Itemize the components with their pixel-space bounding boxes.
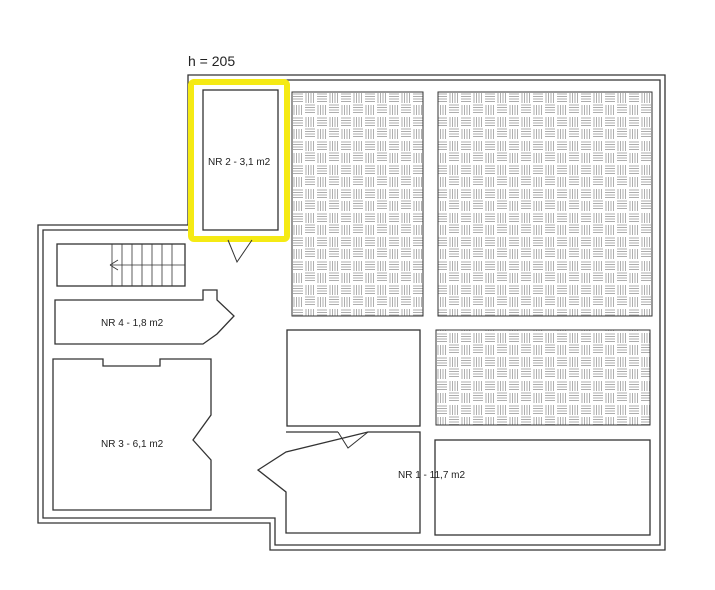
parquet-area-top-right: [437, 91, 653, 317]
outer-wall: [37, 74, 666, 551]
storage-room: [286, 329, 421, 427]
door-nr2: [227, 239, 253, 264]
room-nr1-label: NR 1 - 11,7 m2: [398, 470, 465, 481]
stair-arrow-icon: [109, 259, 119, 271]
room-nr1-left: [256, 431, 421, 534]
stair-steps: [111, 244, 185, 286]
room-nr1-right: [434, 439, 651, 536]
parquet-area-mid-right: [435, 329, 651, 426]
height-label: h = 205: [188, 53, 235, 69]
room-nr2: [202, 89, 279, 231]
door-nr1: [337, 431, 369, 449]
room-nr4: [54, 289, 235, 345]
parquet-area-top-left: [291, 91, 424, 317]
room-nr4-label: NR 4 - 1,8 m2: [101, 318, 164, 329]
room-nr3-label: NR 3 - 6,1 m2: [101, 439, 164, 450]
outer-wall-inner: [42, 79, 661, 546]
room-nr2-label: NR 2 - 3,1 m2: [208, 157, 271, 168]
room-nr2-highlight[interactable]: [188, 79, 290, 242]
room-nr3: [52, 358, 212, 511]
